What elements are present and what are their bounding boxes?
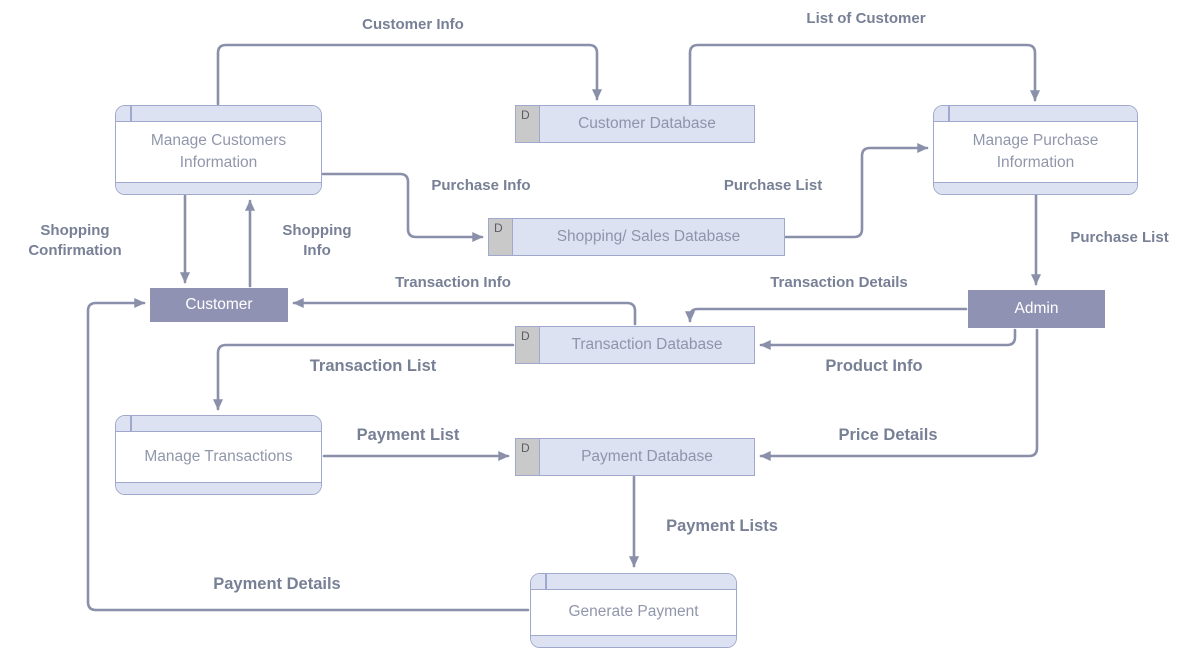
process-manage-transactions: Manage Transactions	[115, 415, 322, 495]
flow-label-purchase-list-right: Purchase List	[1070, 229, 1169, 246]
datastore-customer-database: D Customer Database	[515, 105, 755, 143]
flow-list-of-customer-arrow	[688, 43, 1041, 106]
process-id-compartment	[531, 574, 736, 590]
process-label: Manage Customers Information	[150, 131, 287, 171]
datastore-label: Customer Database	[578, 115, 716, 132]
flow-purchase-info-arrow	[321, 172, 484, 243]
flow-label-payment-lists: Payment Lists	[666, 517, 778, 535]
datastore-id-badge: D	[516, 439, 540, 475]
flow-product-info-arrow	[759, 328, 1017, 351]
flow-label-purchase-list-mid: Purchase List	[723, 177, 823, 194]
process-manage-purchase-information: Manage Purchase Information	[933, 105, 1138, 195]
datastore-label: Payment Database	[581, 448, 713, 465]
flow-label-price-details: Price Details	[838, 426, 938, 444]
id-divider	[948, 106, 950, 121]
flow-price-details-arrow	[759, 328, 1039, 462]
flow-transaction-list-arrow	[212, 343, 515, 411]
datastore-payment-database: D Payment Database	[515, 438, 755, 476]
flow-transaction-details-arrow	[684, 307, 968, 323]
flow-label-product-info: Product Info	[825, 357, 923, 375]
process-label: Manage Purchase Information	[972, 131, 1099, 171]
flow-purchase-list-mid-arrow	[784, 142, 929, 239]
flow-label-transaction-info: Transaction Info	[395, 274, 511, 291]
process-generate-payment: Generate Payment	[530, 573, 737, 648]
flow-label-payment-list: Payment List	[356, 426, 460, 444]
datastore-label: Shopping/ Sales Database	[556, 228, 741, 245]
flow-label-payment-details: Payment Details	[213, 575, 341, 593]
flow-payment-details-arrow	[86, 297, 530, 612]
process-footer-compartment	[531, 635, 736, 647]
entity-customer: Customer	[150, 288, 288, 322]
process-manage-customers-information: Manage Customers Information	[115, 105, 322, 195]
flow-label-transaction-details: Transaction Details	[770, 274, 908, 291]
process-footer-compartment	[116, 482, 321, 494]
datastore-label: Transaction Database	[571, 336, 723, 353]
flow-transaction-info-arrow	[292, 297, 637, 326]
process-id-compartment	[934, 106, 1137, 122]
flow-label-list-of-customer: List of Customer	[806, 10, 926, 27]
process-id-compartment	[116, 416, 321, 432]
flow-label-shopping-info: Shopping Info	[282, 222, 352, 259]
process-label: Generate Payment	[568, 603, 699, 621]
flow-label-transaction-list: Transaction List	[309, 357, 437, 375]
id-divider	[130, 416, 132, 431]
datastore-id-badge: D	[489, 219, 513, 255]
datastore-id-badge: D	[516, 327, 540, 363]
id-divider	[130, 106, 132, 121]
flow-label-customer-info: Customer Info	[362, 16, 464, 33]
datastore-id-badge: D	[516, 106, 540, 142]
datastore-shopping-sales-database: D Shopping/ Sales Database	[488, 218, 785, 256]
process-footer-compartment	[116, 182, 321, 194]
process-id-compartment	[116, 106, 321, 122]
id-divider	[545, 574, 547, 589]
datastore-transaction-database: D Transaction Database	[515, 326, 755, 364]
process-label: Manage Transactions	[144, 447, 293, 465]
flow-label-purchase-info: Purchase Info	[431, 177, 531, 194]
flow-customer-info-arrow	[216, 43, 603, 106]
flow-label-shopping-confirmation: Shopping Confirmation	[28, 222, 122, 259]
process-footer-compartment	[934, 182, 1137, 194]
entity-admin: Admin	[968, 290, 1105, 328]
